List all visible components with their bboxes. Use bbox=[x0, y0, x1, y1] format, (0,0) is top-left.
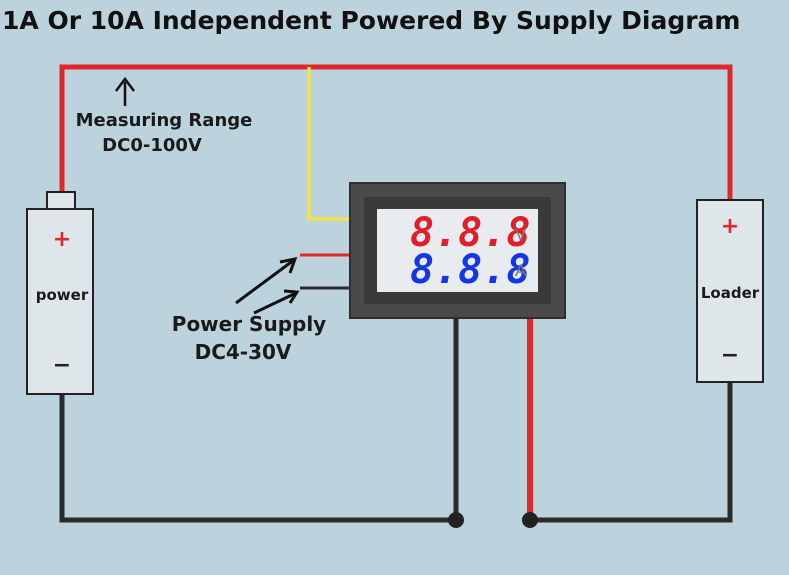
voltage-unit: V bbox=[515, 225, 527, 244]
diagram-title: 1A Or 10A Independent Powered By Supply … bbox=[2, 6, 740, 35]
current-unit: A bbox=[515, 261, 527, 280]
voltage-sense-wire bbox=[307, 67, 355, 221]
junction-left bbox=[448, 512, 464, 528]
load-return-wire bbox=[530, 382, 733, 523]
battery-minus-sign: − bbox=[53, 353, 71, 378]
loader bbox=[696, 199, 764, 383]
loader-plus-sign: + bbox=[721, 214, 739, 239]
loader-label: Loader bbox=[701, 284, 760, 302]
negative-return-wire bbox=[59, 318, 459, 523]
measuring-range-arrow-icon bbox=[115, 76, 135, 106]
voltage-reading: 8.8.8 bbox=[410, 210, 530, 256]
power-supply-value: DC4-30V bbox=[195, 340, 292, 364]
power-supply-arrow-icon bbox=[235, 257, 300, 315]
battery-terminal bbox=[46, 191, 76, 211]
current-reading: 8.8.8 bbox=[410, 247, 530, 293]
measuring-range-value: DC0-100V bbox=[102, 135, 202, 156]
positive-supply-wire bbox=[59, 64, 733, 200]
power-supply-label: Power Supply bbox=[172, 312, 326, 336]
loader-minus-sign: − bbox=[721, 343, 739, 368]
battery-label: power bbox=[36, 286, 89, 304]
junction-right bbox=[522, 512, 538, 528]
battery-plus-sign: + bbox=[53, 227, 71, 252]
meter-display bbox=[377, 209, 538, 292]
measuring-range-label: Measuring Range bbox=[76, 110, 253, 131]
battery bbox=[26, 208, 94, 395]
